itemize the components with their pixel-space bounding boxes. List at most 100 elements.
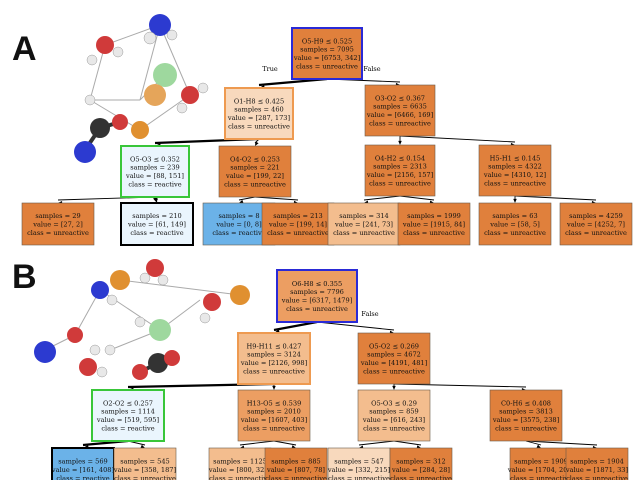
tree-node-text: value = [241, 73] — [334, 220, 393, 228]
tree-node-box — [327, 447, 391, 480]
tree-edge — [514, 195, 597, 201]
tree-node-box — [208, 447, 272, 480]
tree-node-text: class = unreactive — [243, 425, 305, 433]
tree-node-text: samples = 7796 — [290, 288, 344, 296]
tree-node-text: class = unreactive — [333, 229, 395, 237]
edge-arrowhead — [272, 385, 276, 390]
tree-node-text: value = [199, 22] — [225, 172, 284, 180]
tree-node-text: samples = 8 — [218, 212, 259, 220]
tree-node-box — [120, 202, 194, 246]
tree-edge — [399, 195, 435, 201]
tree-node-text: samples = 547 — [334, 458, 384, 466]
tree-node-box — [489, 389, 563, 442]
tree-node-text: class = unreactive — [243, 368, 305, 376]
tree-node-text: class = reactive — [130, 229, 183, 237]
tree-node-text: samples = 63 — [492, 212, 537, 220]
tree-node-text: value = [4191, 481] — [360, 359, 427, 367]
tree-node-box — [91, 389, 165, 442]
tree-edge — [273, 320, 318, 332]
tree-node-text: class = unreactive — [363, 368, 425, 376]
tree-node-text: samples = 1125 — [213, 458, 267, 466]
tree-node-box — [113, 447, 177, 480]
edge-label-true: True — [262, 65, 278, 73]
tree-node-text: class = unreactive — [484, 180, 546, 188]
tree-node-text: value = [161, 408] — [51, 466, 114, 474]
tree-node-text: value = [284, 28] — [391, 466, 450, 474]
tree-node-text: O1-H8 ≤ 0.425 — [234, 97, 284, 105]
tree-node-text: value = [800, 325] — [208, 466, 271, 474]
tree-node-text: class = unreactive — [265, 474, 327, 480]
tree-node-text: samples = 545 — [120, 458, 170, 466]
tree-node-text: value = [2126, 998] — [240, 359, 307, 367]
tree-node-text: samples = 3124 — [247, 351, 301, 359]
panel-a-label: A — [12, 30, 37, 68]
tree-node-text: samples = 6635 — [373, 103, 427, 111]
tree-node-box — [276, 269, 358, 323]
tree-node-text: value = [61, 149] — [127, 220, 186, 228]
tree-node-box — [237, 332, 311, 385]
tree-edge — [393, 383, 527, 388]
tree-node-box — [21, 202, 95, 246]
tree-node-text: samples = 7095 — [300, 46, 354, 54]
tree-node-text: O5-O3 ≤ 0.352 — [130, 155, 180, 163]
tree-node-text: samples = 3813 — [499, 408, 553, 416]
tree-node-text: class = unreactive — [228, 123, 290, 131]
tree-node-box — [120, 145, 190, 198]
tree-node-box — [224, 87, 294, 140]
tree-node-box — [364, 84, 436, 137]
tree-node-text: samples = 221 — [230, 164, 280, 172]
tree-edge — [525, 440, 598, 446]
tree-node-box — [478, 202, 552, 246]
tree-node-text: H9-H11 ≤ 0.427 — [247, 342, 302, 350]
tree-node-text: value = [6753, 342] — [293, 54, 360, 62]
tree-node-text: O6-H8 ≤ 0.355 — [292, 280, 342, 288]
edge-arrowhead — [536, 444, 541, 448]
tree-node-box — [357, 389, 431, 442]
tree-node-text: samples = 4259 — [569, 212, 623, 220]
edge-label-false: False — [363, 65, 380, 73]
tree-node-text: class = unreactive — [296, 63, 358, 71]
tree-node-text: O2-O2 ≤ 0.257 — [103, 399, 153, 407]
tree-node-text: class = unreactive — [369, 120, 431, 128]
tree-node-text: samples = 1999 — [407, 212, 461, 220]
tree-node-text: value = [1704, 205] — [507, 466, 574, 474]
tree-node-text: samples = 239 — [130, 164, 180, 172]
tree-node-text: value = [0, 8] — [215, 220, 261, 228]
tree-node-text: class = unreactive — [390, 474, 452, 480]
tree-node-text: samples = 569 — [58, 458, 108, 466]
tree-node-text: value = [519, 595] — [96, 416, 159, 424]
edge-arrowhead — [239, 199, 244, 204]
tree-node-text: class = unreactive — [328, 474, 390, 480]
edge-arrowhead — [255, 141, 259, 146]
tree-node-box — [565, 447, 629, 480]
edge-arrowhead — [140, 444, 145, 449]
tree-node-text: class = unreactive — [224, 181, 286, 189]
tree-node-text: O4-H2 ≤ 0.154 — [375, 154, 425, 162]
tree-node-text: samples = 29 — [35, 212, 80, 220]
tree-node-box — [397, 202, 471, 246]
tree-node-text: class = unreactive — [510, 474, 572, 480]
tree-node-text: value = [199, 14] — [268, 220, 327, 228]
tree-node-text: class = reactive — [212, 229, 265, 237]
tree-node-text: value = [4310, 12] — [483, 171, 546, 179]
tree-node-box — [291, 27, 363, 80]
tree-node-text: O5-O3 ≤ 0.29 — [371, 399, 417, 407]
tree-node-text: samples = 4672 — [367, 351, 421, 359]
